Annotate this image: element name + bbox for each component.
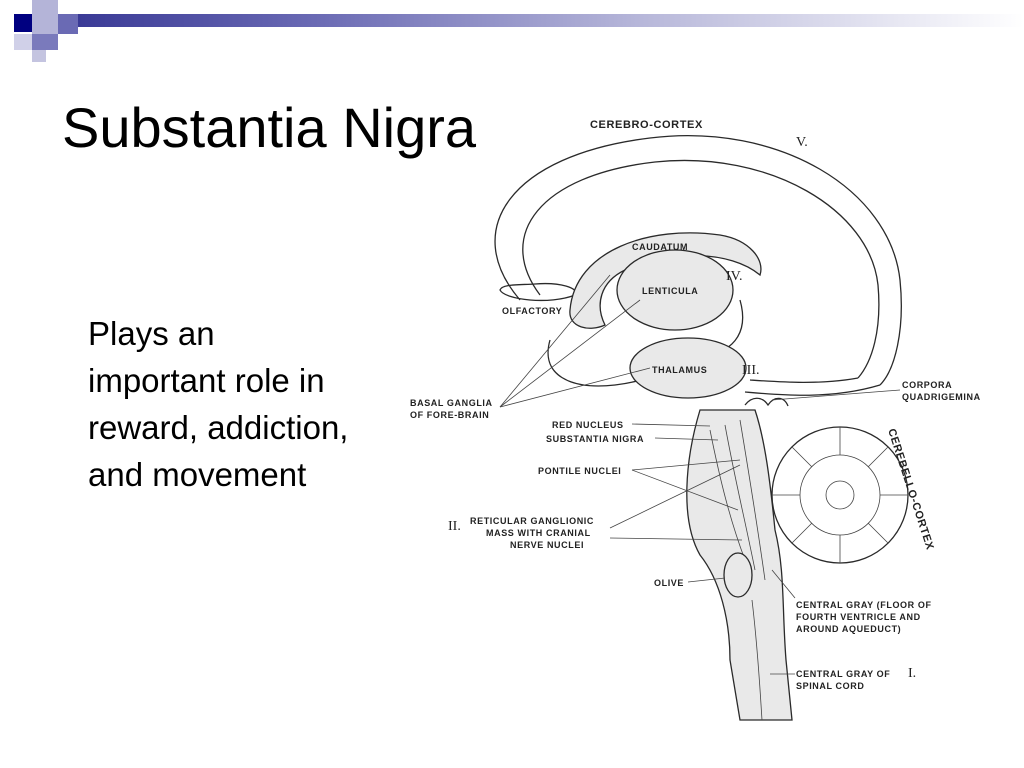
brainstem-fibres-2 — [724, 424, 756, 571]
label-olfactory: OLFACTORY — [502, 306, 562, 316]
label-substantia-nigra: SUBSTANTIA NIGRA — [546, 434, 644, 444]
olfactory-lobe — [499, 282, 577, 302]
corpora-quadrigemina — [744, 397, 789, 407]
body-line: and movement — [88, 456, 307, 493]
lenticula — [616, 249, 734, 331]
corner-square-light — [32, 0, 58, 34]
corner-square-mid — [58, 14, 78, 34]
label-reticular-2: MASS WITH CRANIAL — [486, 528, 591, 538]
label-cerebello-cortex: CEREBELLO-CORTEX — [885, 427, 936, 551]
label-roman-iii: III. — [742, 363, 760, 378]
corner-square-mid-2 — [32, 34, 58, 50]
label-caudatum: CAUDATUM — [632, 242, 688, 252]
label-basal-ganglia-2: OF FORE-BRAIN — [410, 410, 489, 420]
cortex-lower-arc — [744, 384, 881, 396]
label-basal-ganglia-1: BASAL GANGLIA — [410, 398, 493, 408]
brain-diagram-svg: CEREBRO-CORTEX V. CAUDATUM LENTICULA IV.… — [410, 119, 981, 721]
cortex-lower-inner — [749, 377, 859, 384]
label-olive: OLIVE — [654, 578, 684, 588]
label-roman-iv: IV. — [726, 269, 742, 284]
body-text: Plays an important role in reward, addic… — [88, 310, 418, 498]
slide-title: Substantia Nigra — [62, 96, 477, 159]
label-spinal-1: CENTRAL GRAY OF — [796, 669, 890, 679]
label-lenticula: LENTICULA — [642, 286, 698, 296]
caudatum — [569, 232, 762, 329]
label-roman-v: V. — [796, 135, 808, 150]
brainstem-fibres-4 — [751, 599, 763, 721]
body-line: reward, addiction, — [88, 409, 349, 446]
brainstem-fibres-1 — [709, 429, 746, 561]
label-central-gray-3: AROUND AQUEDUCT) — [796, 624, 901, 634]
cortex-inner-arc — [522, 159, 880, 379]
label-central-gray-1: CENTRAL GRAY (FLOOR OF — [796, 600, 932, 610]
label-corpora-1: CORPORA — [902, 380, 952, 390]
label-reticular-3: NERVE NUCLEI — [510, 540, 584, 550]
top-rule — [78, 14, 1024, 27]
cerebellum — [771, 426, 909, 564]
thalamus — [629, 337, 747, 399]
corner-square-light-2 — [14, 34, 32, 50]
corner-square-light-3 — [32, 50, 46, 62]
label-spinal-2: SPINAL CORD — [796, 681, 864, 691]
label-roman-ii: II. — [448, 519, 461, 534]
label-thalamus: THALAMUS — [652, 365, 707, 375]
cortex-outer-arc — [494, 135, 902, 386]
brain-diagram: CEREBRO-CORTEX V. CAUDATUM LENTICULA IV.… — [400, 100, 1020, 730]
corner-square-navy — [14, 14, 32, 32]
body-line: Plays an — [88, 315, 215, 352]
label-corpora-2: QUADRIGEMINA — [902, 392, 981, 402]
brainstem-fibres-3 — [739, 419, 766, 581]
body-line: important role in — [88, 362, 325, 399]
label-reticular-1: RETICULAR GANGLIONIC — [470, 516, 594, 526]
pointer-lines — [499, 274, 901, 675]
label-red-nucleus: RED NUCLEUS — [552, 420, 624, 430]
label-central-gray-2: FOURTH VENTRICLE AND — [796, 612, 921, 622]
label-roman-i: I. — [908, 666, 916, 681]
olive — [723, 552, 753, 598]
label-cerebro-cortex: CEREBRO-CORTEX — [590, 119, 703, 131]
label-pontile-nuclei: PONTILE NUCLEI — [538, 466, 621, 476]
